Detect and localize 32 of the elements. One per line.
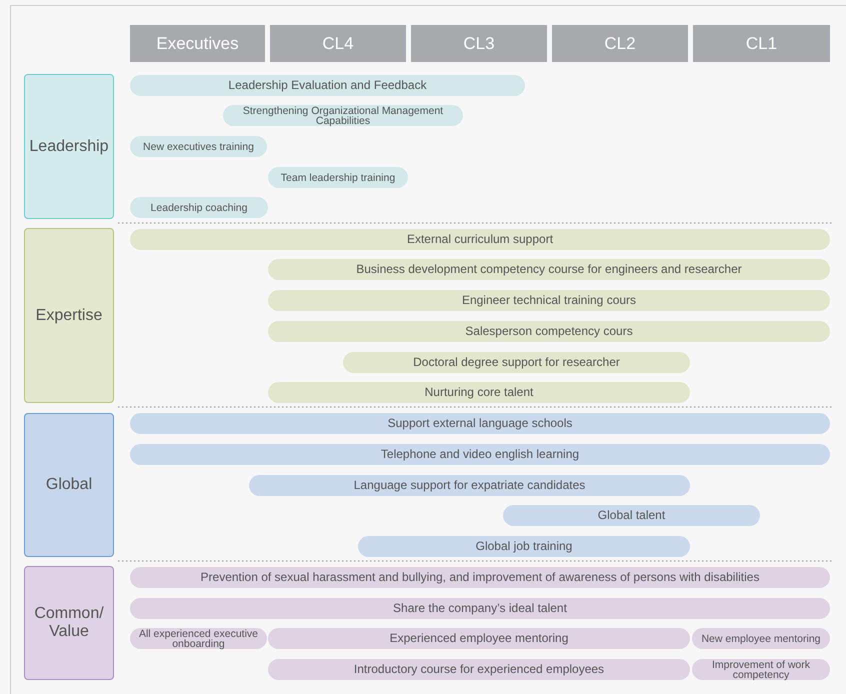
program-bar: Support external language schools — [130, 413, 830, 434]
program-bar: Team leadership training — [268, 167, 408, 188]
program-bar: External curriculum support — [130, 229, 830, 250]
program-bar: Global talent — [503, 505, 760, 526]
program-bar: Business development competency course for engineers and researcher — [268, 259, 830, 280]
program-bar: Nurturing core talent — [268, 382, 690, 403]
column-header: Executives — [130, 25, 265, 62]
program-bar: Global job training — [358, 536, 690, 557]
program-bar: New executives training — [130, 136, 267, 157]
program-bar: All experienced executive onboarding — [130, 628, 267, 649]
program-bar: Introductory course for experienced employees — [268, 659, 690, 680]
column-header: CL2 — [552, 25, 688, 62]
category-box: Expertise — [24, 228, 114, 403]
program-bar: Engineer technical training cours — [268, 290, 830, 311]
program-bar: Improvement of work competency — [692, 659, 830, 680]
category-box: Global — [24, 413, 114, 557]
program-bar: Strengthening Organizational Management Capabilities — [223, 105, 463, 126]
program-bar: Telephone and video english learning — [130, 444, 830, 465]
category-box: Common/ Value — [24, 566, 114, 680]
column-header: CL3 — [411, 25, 547, 62]
program-bar: Doctoral degree support for researcher — [343, 352, 690, 373]
program-bar: Language support for expatriate candidates — [249, 475, 690, 496]
program-bar: Prevention of sexual harassment and bullying, and improvement of awareness of persons with disabilities — [130, 567, 830, 588]
program-bar: Leadership coaching — [130, 197, 268, 218]
program-bar: Experienced employee mentoring — [268, 628, 690, 649]
column-header: CL1 — [693, 25, 830, 62]
program-bar: New employee mentoring — [692, 628, 830, 649]
category-box: Leadership — [24, 74, 114, 219]
program-bar: Salesperson competency cours — [268, 321, 830, 342]
program-bar: Share the company’s ideal talent — [130, 598, 830, 619]
program-bar: Leadership Evaluation and Feedback — [130, 75, 525, 96]
column-header: CL4 — [270, 25, 406, 62]
